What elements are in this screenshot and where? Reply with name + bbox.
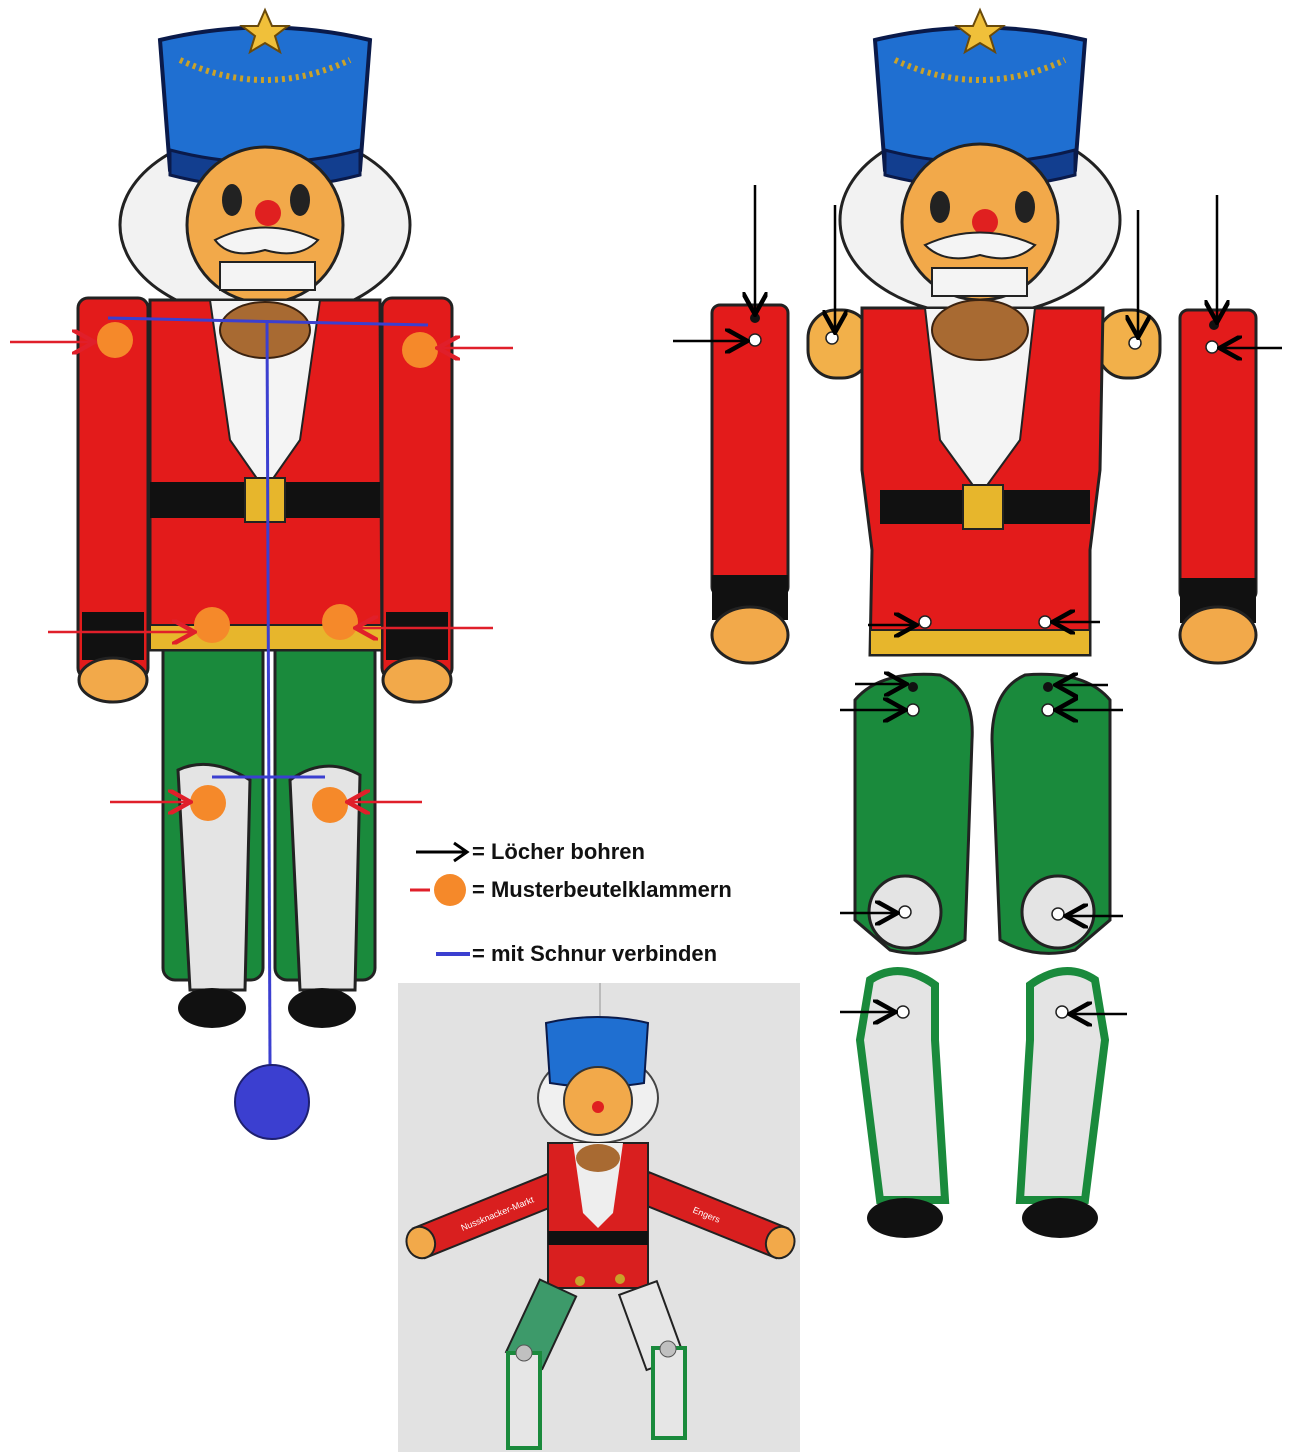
blue-line-icon: [410, 942, 472, 966]
legend-fasteners: = Musterbeutelklammern: [410, 870, 732, 910]
black-arrow-icon: [410, 840, 472, 864]
legend-string-label: = mit Schnur verbinden: [472, 941, 717, 967]
legend-drill-holes: = Löcher bohren: [410, 832, 645, 872]
legend-string: = mit Schnur verbinden: [410, 934, 717, 974]
legend-fasteners-label: = Musterbeutelklammern: [472, 877, 732, 903]
legend-drill-holes-label: = Löcher bohren: [472, 839, 645, 865]
pull-string-bead: [235, 1065, 309, 1139]
finished-puppet-photo: Nussknacker-Markt Engers: [398, 983, 800, 1452]
fastener-icon: [410, 873, 472, 907]
